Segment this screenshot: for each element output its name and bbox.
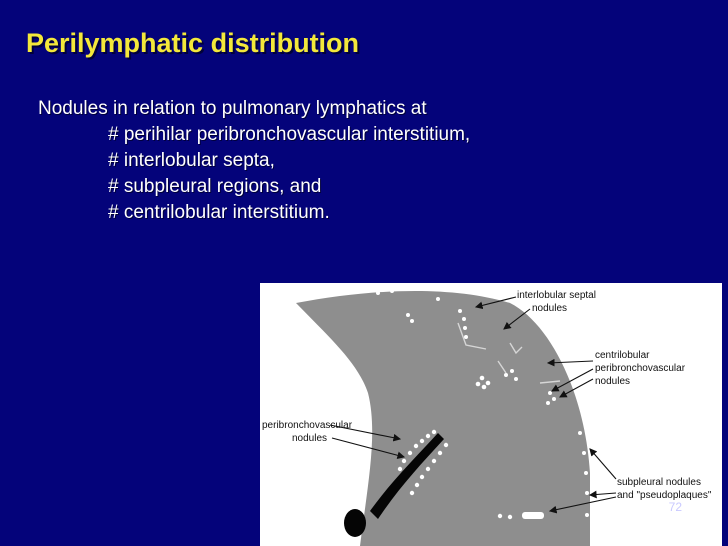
septal-nodules [376,289,518,381]
lung-shape [296,290,590,546]
label-subpleural-1: subpleural nodules [617,477,701,488]
label-subpleural-2: and "pseudoplaques" [617,490,712,501]
label-septal-1: interlobular septal [517,290,596,301]
subpleural-nodules [497,331,589,520]
centrilobular-nodules [475,375,556,405]
list-item: # perihilar peribronchovascular intersti… [108,124,471,145]
hilar-blob [344,509,366,537]
slide-title: Perilymphatic distribution [26,28,360,58]
page-number: 72 [668,500,682,514]
label-septal-2: nodules [532,303,567,314]
septal-lines [457,322,561,384]
leader-arrows [329,296,617,514]
label-centri-1: centrilobular [595,350,650,361]
lung-diagram: interlobular septal nodules centrilobula… [260,283,722,546]
label-centri-3: nodules [595,376,630,387]
list-item: # centrilobular interstitium. [108,202,330,223]
label-pbv-1: peribronchovascular [262,420,353,431]
list-item: # interlobular septa, [108,150,275,171]
label-centri-2: peribronchovascular [595,363,686,374]
bullet-list: Nodules in relation to pulmonary lymphat… [38,96,470,226]
lung-diagram-svg: interlobular septal nodules centrilobula… [262,289,712,546]
list-item: # subpleural regions, and [108,176,322,197]
pbv-nodules [397,429,449,496]
hilar-vessel [370,433,444,519]
intro-text: Nodules in relation to pulmonary lymphat… [38,98,427,119]
label-pbv-2: nodules [292,433,327,444]
